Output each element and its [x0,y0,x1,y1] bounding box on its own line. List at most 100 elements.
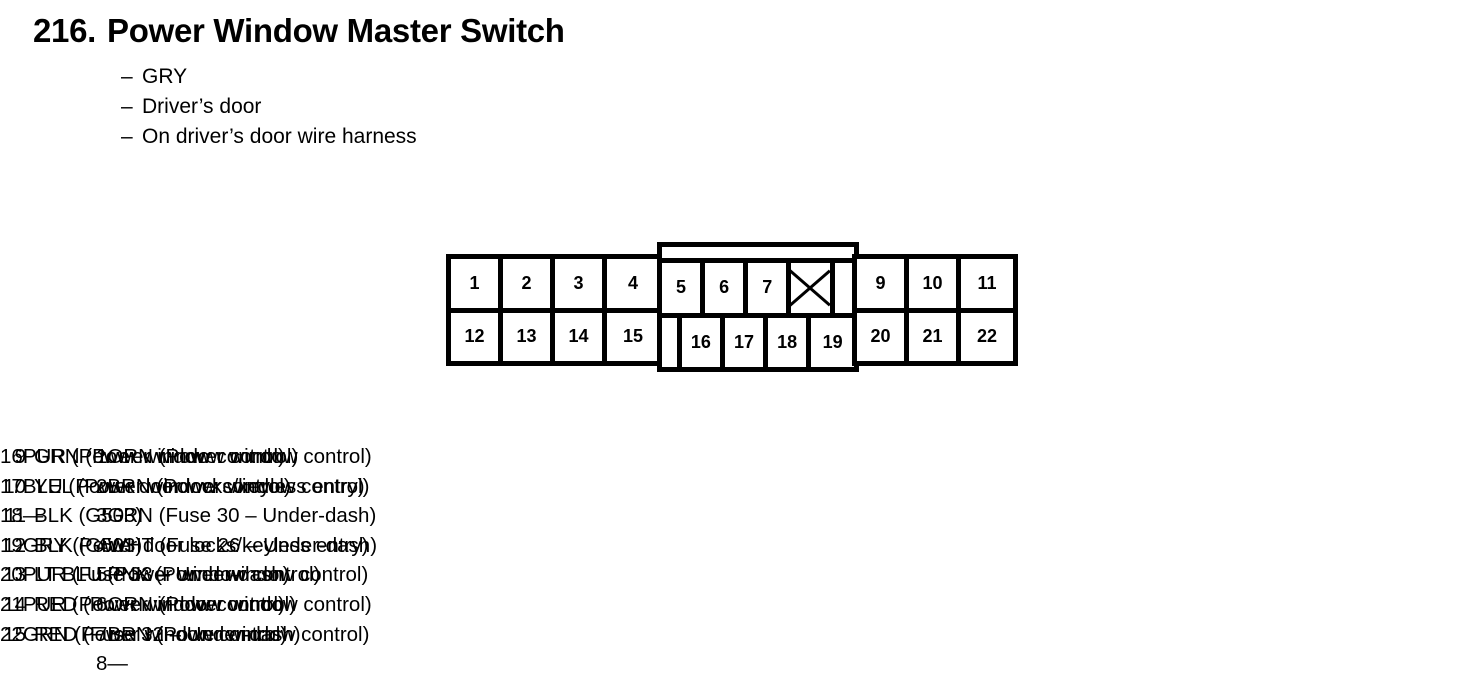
pin-legend-row: 11 BLK (G503) [0,501,320,531]
pin-legend-row: 1ORN (Power window control) [96,442,526,472]
pin-cavity-18: 18 [768,317,812,367]
connector-block-middle: 5 6 7 16 17 18 19 [657,242,859,372]
pin-description: RED (Power window control) [34,592,297,616]
pin-legend-row: 5PNK (Power window control) [96,560,526,590]
bullet-dash-icon: – [121,65,133,88]
pin-number: 16 [0,445,23,468]
pin-number: 13 [3,563,26,587]
pin-description: GRY (Power door locks/keyless entry) [22,533,369,557]
pin-cavity-16: 16 [681,317,725,367]
pin-description: BLK (G503) [34,533,143,557]
list-item: –GRY [121,62,417,92]
pin-cavity-21: 21 [909,312,961,361]
pin-number: 12 [3,533,26,557]
connector-filler-cell [662,317,682,367]
connector-row-top: 1 2 3 4 [451,259,659,313]
pin-cavity-8-unused-x-icon [791,263,835,313]
pin-description: GRN (Power window control) [22,622,288,646]
list-item: –Driver’s door [121,92,417,122]
connector-attribute-color: GRY [142,65,188,88]
connector-row-top: 9 10 11 [857,259,1013,313]
pin-description: LT BLU (Power window control) [34,563,321,587]
pin-description: ORN (Power window control) [107,592,372,616]
pin-legend-row: 16PUR (Power window control) [0,442,368,472]
pin-cavity-2: 2 [503,259,556,308]
connector-attributes-list: –GRY –Driver’s door –On driver’s door wi… [121,62,417,152]
pin-description: BLK (G503) [34,504,143,528]
pin-description: — [22,504,44,528]
pin-legend-row: 2BRN (Power window control) [96,472,526,502]
connector-row-top: 5 6 7 [662,263,855,318]
pin-number: 9 [14,445,26,468]
bullet-dash-icon: – [121,125,133,148]
connector-row-bottom: 20 21 22 [857,312,1013,361]
pin-number: 1 [96,445,108,468]
pin-legend-row: 19GRY (Power door locks/keyless entry) [0,531,368,561]
pin-description: GRN (Power window control) [34,445,299,468]
page-title-text: Power Window Master Switch [107,12,565,49]
pin-number: 14 [3,592,26,616]
pin-description: YEL (Power window control) [34,474,291,498]
pin-legend-row: 8— [96,649,526,679]
pin-description: BLU (Power door locks/keyless entry) [22,474,365,498]
pin-legend-row: 7BRN (Power window control) [96,620,526,650]
pin-description: PNK (Power window control) [107,563,369,587]
connector-filler-cell [834,263,855,313]
connector-attribute-harness: On driver’s door wire harness [142,125,417,148]
pin-legend-row: 10 YEL (Power window control) [0,472,320,502]
pin-cavity-17: 17 [725,317,769,367]
pin-number: 19 [0,533,23,557]
pin-number: 11 [4,504,26,528]
pin-cavity-15: 15 [607,312,659,361]
pin-legend-row: 3GRN (Fuse 30 – Under-dash) [96,501,526,531]
pin-number: 7 [96,622,108,646]
pin-number: 17 [0,474,23,498]
pin-cavity-10: 10 [909,259,961,308]
connector-block-left: 1 2 3 4 12 13 14 15 [446,254,664,366]
pin-legend-row: 21PUR (Power window control) [0,590,368,620]
pin-number: 22 [0,622,23,646]
pin-description: — [107,652,128,676]
pin-number: 18 [0,504,23,528]
connector-block-right: 9 10 11 20 21 22 [852,254,1018,366]
connector-locking-tab [662,247,854,263]
pin-number: 20 [0,563,23,587]
pin-cavity-7: 7 [748,263,792,313]
pin-description: ORN (Power window control) [107,445,372,468]
pin-cavity-1: 1 [451,259,504,308]
pin-number: 21 [0,592,23,616]
pin-number: 2 [96,474,108,498]
pin-legend-row: 4WHT (Fuse 26 – Under-dash) [96,531,526,561]
pin-description: PUR (Fuse 33 – Under-dash) [22,563,290,587]
pin-number: 10 [3,474,26,498]
pin-cavity-5: 5 [662,263,706,313]
pin-legend-column-3: 16PUR (Power window control)17BLU (Power… [0,442,368,649]
pin-number: 5 [96,563,108,587]
pin-legend-row: 20PUR (Fuse 33 – Under-dash) [0,560,368,590]
pin-legend-row: 12 BLK (G503) [0,531,320,561]
pin-number: 6 [96,592,108,616]
bullet-dash-icon: – [121,95,133,118]
pin-description: PUR (Power window control) [22,445,285,468]
page-title-number: 216. [33,12,97,49]
pin-description: BRN (Power window control) [107,474,370,498]
pin-number: 8 [96,652,108,676]
connector-attribute-location: Driver’s door [142,95,262,118]
list-item: –On driver’s door wire harness [121,122,417,152]
pin-legend-row: 18— [0,501,368,531]
page-title: 216. Power Window Master Switch [33,11,565,51]
pin-description: BRN (Power window control) [107,622,370,646]
pin-legend-row: 14 RED (Power window control) [0,590,320,620]
pin-legend-column-1: 1ORN (Power window control)2BRN (Power w… [96,442,526,679]
pin-cavity-19: 19 [811,317,855,367]
connector-row-bottom: 12 13 14 15 [451,312,659,361]
pin-cavity-6: 6 [705,263,749,313]
pin-cavity-22: 22 [961,312,1013,361]
pin-cavity-3: 3 [555,259,608,308]
pin-legend-row: 6ORN (Power window control) [96,590,526,620]
pin-description: WHT (Fuse 26 – Under-dash) [107,533,378,557]
pin-legend-row: 13 LT BLU (Power window control) [0,560,320,590]
pin-legend-row: 9 GRN (Power window control) [0,442,320,472]
pin-description: GRN (Fuse 30 – Under-dash) [107,504,377,528]
